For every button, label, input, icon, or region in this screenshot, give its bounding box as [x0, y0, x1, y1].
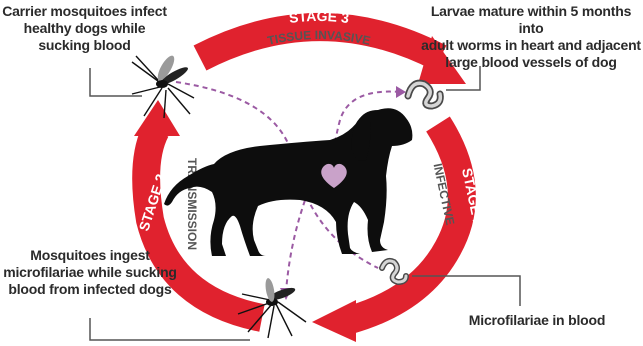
label-mosquitoes-ingest: Mosquitoes ingest microfilariae while su…	[0, 247, 180, 298]
label-line: sucking blood	[2, 37, 167, 54]
path-blood-to-mosquito	[286, 192, 308, 292]
stage2-arrowhead	[134, 100, 180, 136]
leader-top-left	[90, 68, 142, 96]
label-larvae-mature: Larvae mature within 5 months into adult…	[418, 3, 643, 71]
label-line: healthy dogs while	[2, 20, 167, 37]
stage1-arrowhead	[312, 300, 356, 342]
path-arrowhead-3	[396, 86, 406, 98]
label-carrier-mosquitoes: Carrier mosquitoes infect healthy dogs w…	[2, 3, 167, 54]
path-mosquito-to-dog	[176, 82, 290, 148]
stage3-title: STAGE 3	[288, 8, 350, 26]
label-line: Larvae mature within 5 months into	[418, 3, 643, 37]
label-line: Carrier mosquitoes infect	[2, 3, 167, 20]
label-line: Microfilariae in blood	[452, 312, 622, 329]
label-line: microfilariae while sucking	[0, 264, 180, 281]
label-line: blood from infected dogs	[0, 281, 180, 298]
label-line: Mosquitoes ingest	[0, 247, 180, 264]
label-line: adult worms in heart and adjacent	[418, 37, 643, 54]
dog-silhouette	[164, 108, 412, 256]
label-line: large blood vessels of dog	[418, 54, 643, 71]
label-microfilariae-in-blood: Microfilariae in blood	[452, 312, 622, 329]
